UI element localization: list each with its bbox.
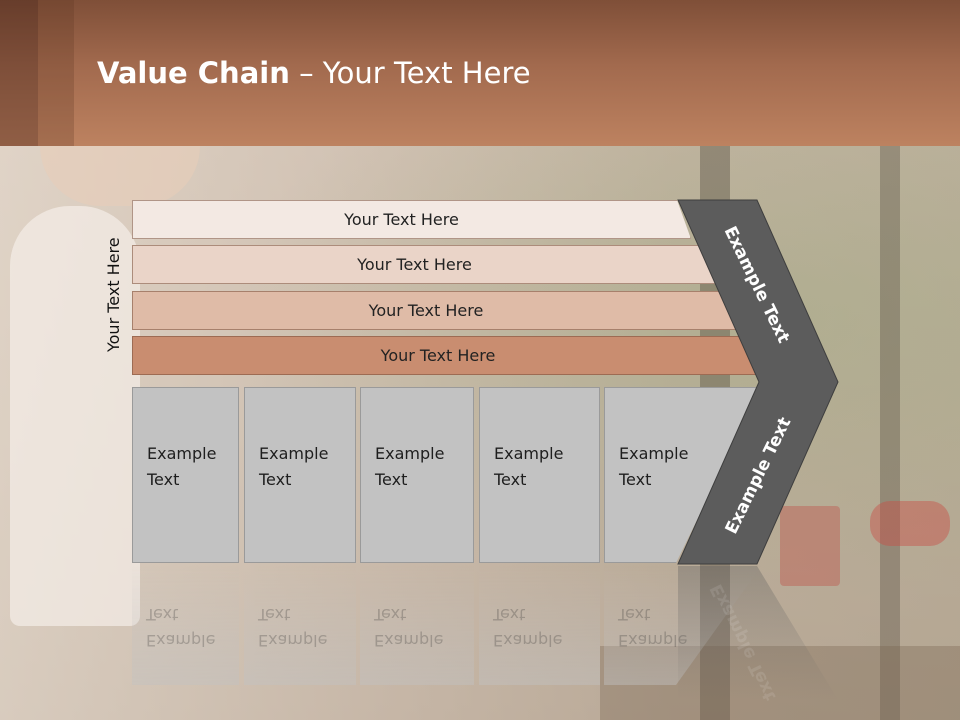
row-bar-1: Your Text Here (132, 200, 691, 239)
column-4-line1: Example (494, 444, 564, 463)
row-label-2: Your Text Here (357, 255, 472, 274)
row-bar-4: Your Text Here (132, 336, 764, 375)
header-band: Value Chain – Your Text Here (0, 0, 960, 146)
column-1-line2: Text (147, 470, 180, 489)
chevron-shape (677, 199, 839, 565)
chevron-reflection (678, 566, 838, 700)
column-3-line2: Text (375, 470, 408, 489)
title-rest: – Your Text Here (289, 56, 531, 90)
column-1-line1: Example (147, 444, 217, 463)
slide-title: Value Chain – Your Text Here (97, 56, 531, 90)
column-5-line2: Text (619, 470, 652, 489)
column-2-line2: Text (259, 470, 292, 489)
column-2-line1: Example (259, 444, 329, 463)
column-3-line1: Example (375, 444, 445, 463)
column-5-line1: Example (619, 444, 689, 463)
header-edge-mid (38, 0, 74, 146)
column-4-line2: Text (494, 470, 527, 489)
header-edge-dark (0, 0, 38, 146)
row-label-3: Your Text Here (368, 301, 484, 320)
row-bar-3: Your Text Here (132, 291, 740, 330)
row-bar-2: Your Text Here (132, 245, 717, 284)
title-bold: Value Chain (97, 56, 290, 90)
row-label-4: Your Text Here (380, 346, 496, 365)
row-label-1: Your Text Here (344, 210, 459, 229)
